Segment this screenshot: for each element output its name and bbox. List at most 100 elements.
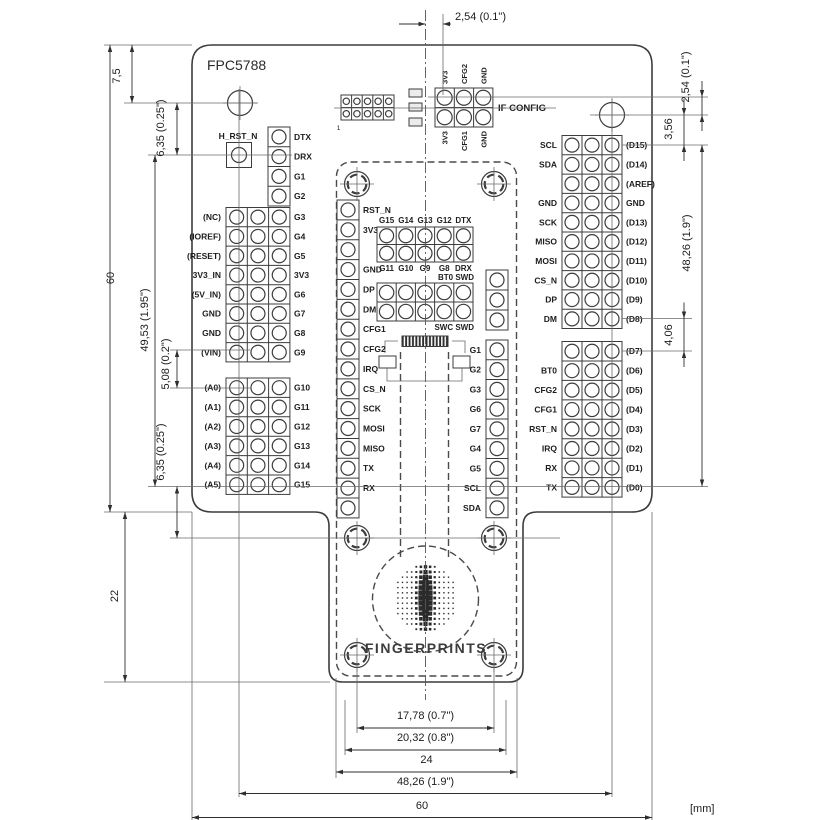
pin-hole	[417, 284, 433, 301]
pin-hole	[564, 176, 580, 192]
pin-hole	[584, 156, 600, 173]
dimension-text: 48,26 (1.9")	[397, 776, 454, 788]
pin-label-left: SDA	[463, 503, 481, 513]
logo-dot	[443, 623, 445, 625]
logo-dot	[401, 607, 404, 610]
logo-dot	[443, 581, 445, 584]
logo-dot	[406, 581, 408, 584]
logo-dot	[452, 592, 454, 594]
dimension-arrow	[152, 155, 158, 162]
pin-label-right: 3V3	[294, 270, 309, 280]
pin-label-right: (D12)	[626, 237, 647, 247]
dimension-arrow	[129, 96, 135, 103]
logo-dot	[428, 622, 432, 626]
pin-hole	[584, 479, 600, 495]
pin-hole	[340, 361, 356, 377]
pin-hole	[250, 477, 266, 493]
logo-dot	[447, 612, 450, 615]
logo-dot	[419, 622, 423, 626]
logo-dot	[415, 581, 418, 584]
pin-label-top: G14	[398, 216, 414, 225]
pin-hole	[584, 291, 600, 308]
logo-dot	[438, 597, 441, 599]
fpc-connector	[378, 335, 471, 382]
logo-dot	[452, 581, 454, 584]
pin-label-left: BT0	[541, 366, 557, 376]
dimension-arrow	[174, 531, 180, 538]
logo-dot	[427, 590, 433, 596]
logo-dot	[438, 571, 441, 573]
pin-label-right: G12	[294, 422, 310, 432]
pin-label-bottom: G9	[420, 264, 431, 273]
logo-dot	[433, 617, 436, 620]
logo-dot	[443, 571, 445, 573]
pin-hole	[564, 195, 580, 211]
pin-label-left: G2	[470, 365, 482, 375]
pin-hole	[436, 228, 452, 244]
pin-hole	[250, 286, 266, 302]
logo-dot	[447, 586, 450, 589]
header-module-left: RST_N3V3GNDDPDMCFG1CFG2IRQCS_NSCKMOSIMIS…	[336, 199, 391, 519]
logo-dot	[401, 576, 404, 578]
pin-hole	[489, 312, 505, 328]
pin-label-left: (5V_IN)	[192, 289, 221, 299]
logo-dot	[415, 571, 418, 573]
logo-dot	[427, 595, 433, 601]
pin-hole	[271, 188, 287, 204]
logo-dot	[433, 607, 436, 610]
logo-dot	[410, 618, 413, 620]
dimension-text: 20,32 (0.8")	[397, 732, 454, 744]
pin-label-left: (A4)	[204, 460, 221, 470]
logo-dot	[433, 623, 436, 625]
pin-label-right: RST_N	[363, 205, 391, 215]
logo-dot	[418, 585, 424, 590]
pin-label-right: (D9)	[626, 295, 643, 305]
header-body	[485, 339, 509, 519]
pin-hole	[584, 234, 600, 250]
pin-label-left: MOSI	[535, 256, 557, 266]
dimension-arrow	[122, 512, 128, 519]
pin-hole	[584, 311, 600, 327]
pin-hole	[271, 457, 287, 473]
pin-label-left: CFG1	[534, 405, 557, 415]
pin-hole	[271, 228, 287, 245]
logo-dot	[452, 586, 454, 589]
logo-dot	[410, 586, 413, 589]
logo-dot	[410, 591, 413, 594]
logo-dot	[438, 612, 441, 615]
header-aux	[340, 94, 395, 121]
pin-label-left: G1	[470, 345, 482, 355]
pin-label-right: G13	[294, 441, 310, 451]
pin-label-right: (D6)	[626, 366, 643, 376]
construction-lines	[104, 10, 708, 820]
pin-label-right: (D13)	[626, 217, 647, 227]
pin-hole	[374, 97, 382, 106]
pin-label-left: RX	[545, 463, 557, 473]
dimension-text: 60	[105, 272, 117, 284]
pin-label-left: DP	[545, 295, 557, 305]
pin-hole	[564, 401, 580, 418]
pin-hole	[475, 109, 492, 126]
pin-hole	[564, 421, 580, 437]
pin-hole	[340, 242, 356, 258]
dimension-text: 49,53 (1.95")	[139, 288, 151, 351]
dimension-arrow	[699, 90, 705, 97]
logo-dot	[433, 576, 436, 579]
pin-label-right: G9	[294, 347, 306, 357]
pin-hole	[455, 228, 471, 244]
pin-label-top: G15	[379, 216, 395, 225]
pin-hole	[417, 228, 433, 244]
dimension-arrow	[174, 350, 180, 357]
pin-hole	[564, 253, 580, 269]
logo-dot	[406, 612, 408, 615]
dimension-arrow	[336, 769, 343, 775]
pin-label-bottom-rotated: 3V3	[441, 131, 450, 144]
logo-dot	[419, 617, 423, 621]
module-mounting-hole	[477, 167, 511, 201]
pin1-marker: 1	[337, 125, 341, 132]
logo-dot	[443, 576, 445, 578]
logo-dot	[428, 575, 432, 579]
pin-hole	[340, 341, 356, 357]
dimension-arrow	[681, 351, 687, 358]
pin-label-left: CS_N	[534, 275, 557, 285]
